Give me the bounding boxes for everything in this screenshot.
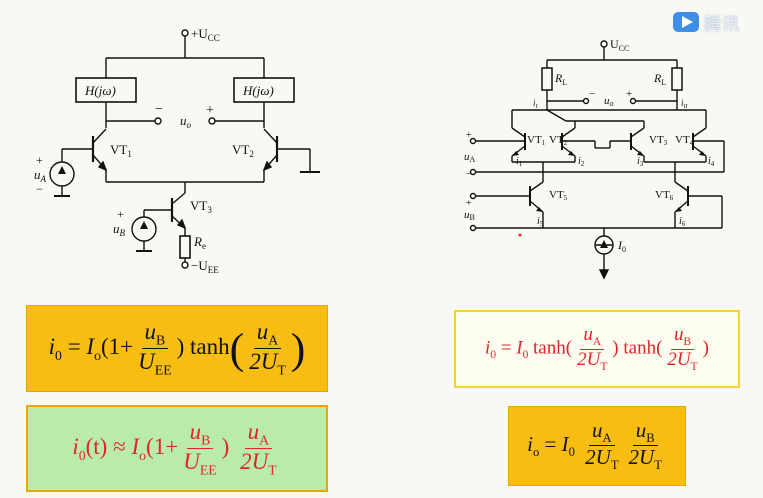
left-ub-plus: + xyxy=(117,207,124,221)
right-i1-label: i1 xyxy=(516,156,523,168)
right-ub-label: uB xyxy=(464,209,475,222)
left-plus-label: + xyxy=(206,103,214,118)
left-minus-label: − xyxy=(155,102,163,117)
right-ub-plus: + xyxy=(466,198,472,209)
right-rl2-label: RL xyxy=(653,71,666,87)
left-re-label: Re xyxy=(193,234,206,251)
right-vt2-label: VT2 xyxy=(549,134,568,147)
right-vt1-label: VT1 xyxy=(527,134,546,147)
right-i5-label: i5 xyxy=(537,216,544,228)
right-vcc-label: UCC xyxy=(610,37,629,53)
right-i4-label: i4 xyxy=(708,156,715,168)
right-vt3-label: VT3 xyxy=(649,134,668,147)
left-uo-label: uo xyxy=(180,113,192,130)
watermark: 腾讯 xyxy=(672,8,760,36)
right-i2-label: i2 xyxy=(578,156,585,168)
right-i3-label: i3 xyxy=(637,156,644,168)
right-vt5-label: VT5 xyxy=(549,189,568,202)
left-vee-label: −UEE xyxy=(191,258,219,275)
left-ua-label: uA xyxy=(34,167,47,184)
left-vt2-label: VT2 xyxy=(232,142,254,159)
right-i0-label: I0 xyxy=(617,238,626,254)
left-h-right-label: H(jω) xyxy=(242,83,274,98)
left-h-left-label: H(jω) xyxy=(84,83,116,98)
right-i-left-label: iI xyxy=(533,98,539,110)
right-rl1-label: RL xyxy=(554,71,567,87)
right-vt6-label: VT6 xyxy=(655,189,674,202)
left-vt1-label: VT1 xyxy=(110,142,132,159)
left-ua-minus: − xyxy=(36,182,43,196)
right-i-right-label: iII xyxy=(681,98,689,110)
right-i6-label: i6 xyxy=(679,216,686,228)
play-logo-icon xyxy=(673,12,699,32)
right-uo-label: uo xyxy=(604,95,614,108)
left-vt3-label: VT3 xyxy=(190,198,212,215)
right-vt4-label: VT4 xyxy=(675,134,694,147)
right-ua-plus: + xyxy=(466,130,472,141)
right-minus-label: − xyxy=(589,88,595,100)
right-ua-minus: − xyxy=(466,169,472,180)
left-ub-label: uB xyxy=(113,221,126,238)
right-plus-label: + xyxy=(626,88,632,100)
left-ua-plus: + xyxy=(36,153,43,167)
left-vcc-label: +UCC xyxy=(191,26,220,43)
right-ua-label: uA xyxy=(464,151,476,164)
watermark-text: 腾讯 xyxy=(704,14,740,35)
